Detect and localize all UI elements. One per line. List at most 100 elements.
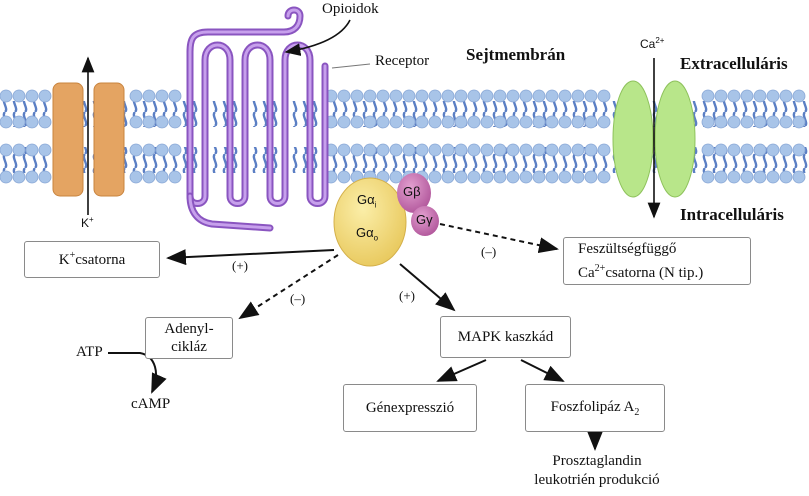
lipid-head <box>415 89 429 103</box>
lipid-head <box>142 115 156 129</box>
mapk-box: MAPK kaszkád <box>440 316 571 358</box>
prosztaglandin-line2: leukotrién produkció <box>534 472 660 488</box>
lipid-head <box>545 170 559 184</box>
lipid-head <box>584 170 598 184</box>
ca-channel-line1: Feszültségfüggő <box>578 241 677 257</box>
lipid-head <box>0 115 13 129</box>
lipid-head <box>337 143 351 157</box>
lipid-head <box>597 89 611 103</box>
lipid-head <box>25 170 39 184</box>
lipid-head <box>129 115 143 129</box>
lipid-head <box>740 143 754 157</box>
lipid-head <box>571 170 585 184</box>
lipid-head <box>727 115 741 129</box>
ca-channel-box: Feszültségfüggő Ca2+csatorna (N tip.) <box>563 237 751 285</box>
lipid-head <box>428 89 442 103</box>
lipid-head <box>12 143 26 157</box>
lipid-head <box>545 89 559 103</box>
lipid-head <box>402 89 416 103</box>
ca-ion-label: Ca2+ <box>640 36 665 51</box>
lipid-head <box>389 89 403 103</box>
lipid-head <box>792 89 806 103</box>
lipid-head <box>519 89 533 103</box>
lipid-head <box>155 89 169 103</box>
lipid-head <box>766 143 780 157</box>
lipid-head <box>701 89 715 103</box>
sign-mapk: (+) <box>399 288 415 303</box>
g-alpha-o-label: Gαo <box>356 225 379 243</box>
lipid-head <box>480 115 494 129</box>
lipid-head <box>766 170 780 184</box>
lipid-head <box>506 115 520 129</box>
lipid-head <box>415 115 429 129</box>
lipid-head <box>714 143 728 157</box>
lipid-head <box>779 89 793 103</box>
lipid-head <box>467 115 481 129</box>
lipid-head <box>389 143 403 157</box>
camp-label: cAMP <box>131 396 171 412</box>
lipid-head <box>38 89 52 103</box>
lipid-head <box>350 115 364 129</box>
lipid-head <box>0 89 13 103</box>
lipid-head <box>519 115 533 129</box>
lipid-head <box>597 115 611 129</box>
lipid-head <box>350 143 364 157</box>
lipid-head <box>493 170 507 184</box>
genexpresszio-box: Génexpresszió <box>343 384 477 432</box>
lipid-head <box>25 143 39 157</box>
lipid-head <box>727 89 741 103</box>
lipid-head <box>584 115 598 129</box>
lipid-head <box>545 115 559 129</box>
g-gamma-label: Gγ <box>416 212 433 227</box>
arrow-to-mapk <box>399 263 456 312</box>
sign-adenyl: (–) <box>290 291 306 306</box>
lipid-head <box>363 143 377 157</box>
extracellularis-label: Extracelluláris <box>680 54 788 73</box>
lipid-head <box>779 115 793 129</box>
lipid-head <box>389 115 403 129</box>
lipid-head <box>727 143 741 157</box>
lipid-head <box>701 115 715 129</box>
lipid-head <box>402 143 416 157</box>
lipid-head <box>766 89 780 103</box>
lipid-head <box>571 143 585 157</box>
lipid-head <box>454 143 468 157</box>
lipid-head <box>532 170 546 184</box>
lipid-head <box>493 115 507 129</box>
lipid-head <box>389 170 403 184</box>
k-channel-box: K+csatorna <box>24 241 160 278</box>
lipid-head <box>701 170 715 184</box>
lipid-head <box>337 170 351 184</box>
lipid-head <box>467 89 481 103</box>
lipid-head <box>25 89 39 103</box>
lipid-head <box>38 170 52 184</box>
lipid-head <box>480 143 494 157</box>
lipid-head <box>337 115 351 129</box>
lipid-head <box>441 170 455 184</box>
lipid-head <box>571 115 585 129</box>
lipid-head <box>363 115 377 129</box>
lipid-head <box>129 143 143 157</box>
lipid-head <box>25 115 39 129</box>
lipid-head <box>753 115 767 129</box>
lipid-heads-outer <box>0 89 806 129</box>
arrow-to-ca-channel <box>439 223 559 254</box>
lipid-head <box>753 89 767 103</box>
lipid-head <box>740 115 754 129</box>
arrow-to-k-channel <box>166 249 335 266</box>
opioid-binding-arrow <box>284 19 351 56</box>
k-ion-label-bottom: K+ <box>81 215 94 230</box>
adenyl-line1: Adenyl- <box>164 321 214 337</box>
lipid-head <box>12 115 26 129</box>
receptor-label: Receptor <box>375 53 430 69</box>
lipid-head <box>0 170 13 184</box>
foszfolipaz-box: Foszfolipáz A2 <box>525 384 665 432</box>
lipid-head <box>0 143 13 157</box>
lipid-head <box>701 143 715 157</box>
lipid-head <box>12 170 26 184</box>
lipid-head <box>38 143 52 157</box>
lipid-head <box>363 89 377 103</box>
prosztaglandin-line1: Prosztaglandin <box>552 453 642 469</box>
lipid-head <box>506 143 520 157</box>
